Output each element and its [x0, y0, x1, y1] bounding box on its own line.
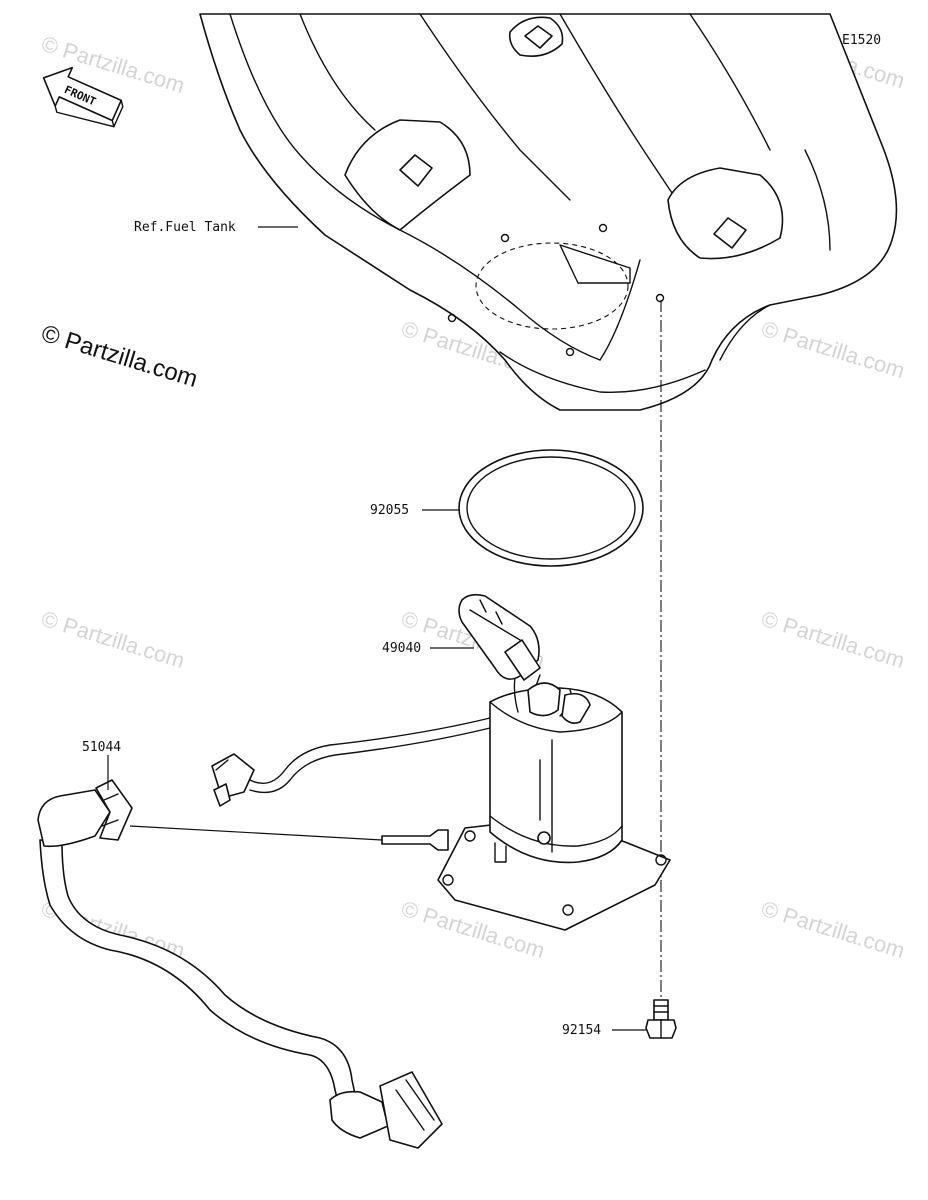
watermark: © Partzilla.com — [39, 606, 188, 673]
callout-fuel-tank: Ref.Fuel Tank — [134, 220, 236, 235]
o-ring-92055 — [458, 449, 644, 567]
copyright-notice: © Partzilla.com — [38, 320, 201, 393]
electric-connector — [211, 753, 255, 807]
callout-bolt: 92154 — [562, 1023, 601, 1038]
watermark: © Partzilla.com — [759, 896, 908, 963]
fuel-hose-51044 — [37, 779, 443, 1149]
hose-connection-line — [129, 825, 383, 841]
watermark: © Partzilla.com — [759, 316, 908, 383]
callout-o-ring: 92055 — [370, 503, 409, 518]
fuel-pump-49040 — [211, 593, 671, 931]
fuel-tank-reference — [199, 13, 898, 411]
bolt-92154 — [645, 999, 677, 1039]
callout-fuel-pump: 49040 — [382, 641, 421, 656]
watermark: © Partzilla.com — [759, 606, 908, 673]
callout-fuel-hose: 51044 — [82, 740, 121, 755]
diagram-code: E1520 — [842, 33, 881, 48]
